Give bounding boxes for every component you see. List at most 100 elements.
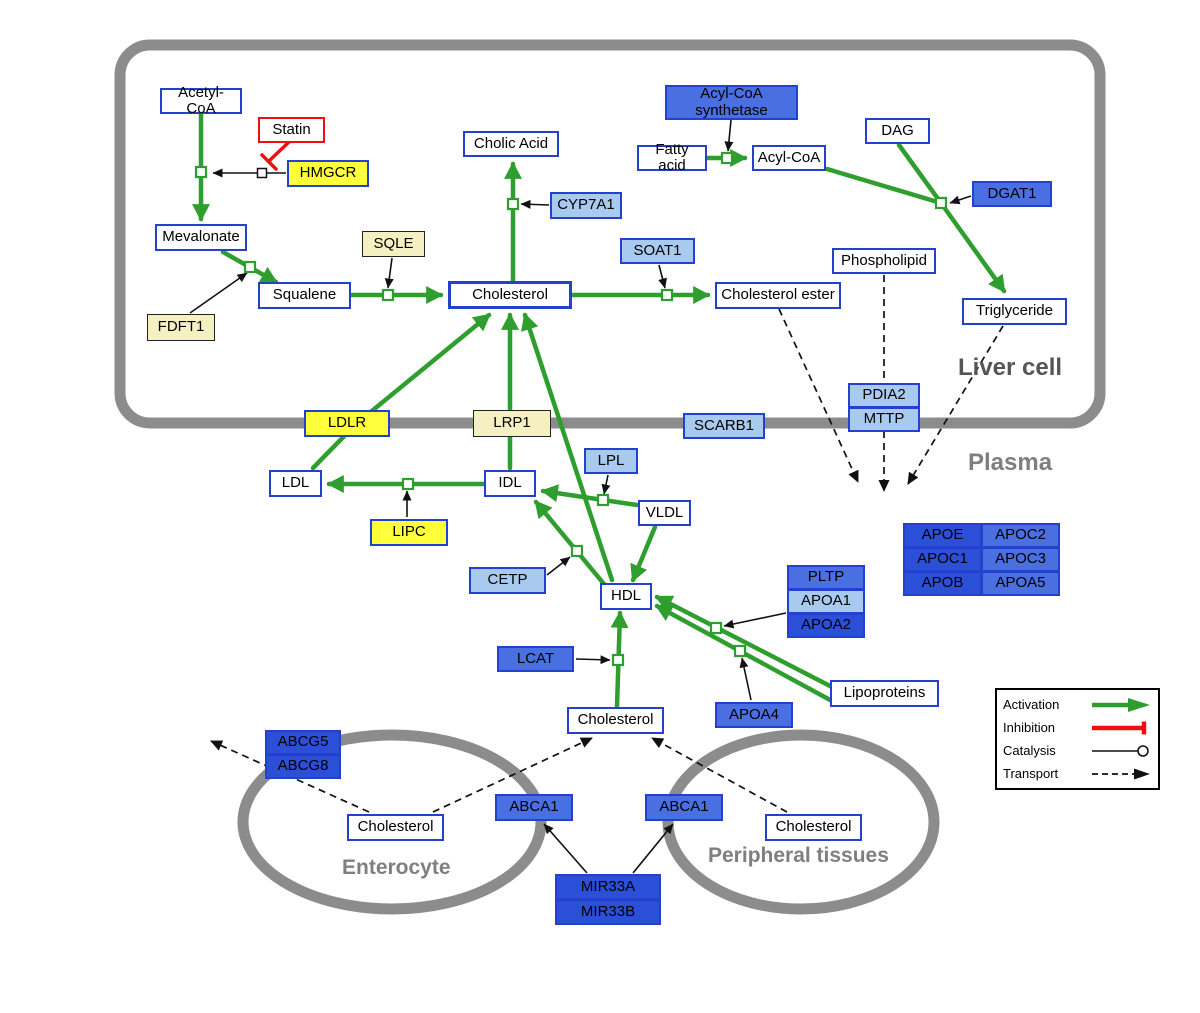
catalysis-dgat1 [949,195,972,205]
catalysis-fdft1 [189,272,248,314]
legend-row-activation: Activation [1003,693,1152,716]
node-cholesterol-liver[interactable]: Cholesterol [448,281,572,309]
node-lipoproteins[interactable]: Lipoproteins [830,680,939,707]
node-apoc2[interactable]: APOC2 [981,523,1060,548]
edge-mir33-abca1-peripheral [632,823,674,874]
catalysis-soat1 [658,264,667,289]
edge-mir33-abca1-enterocyte [543,823,588,874]
catalysis-sqle [384,257,394,289]
legend-catalysis-label: Catalysis [1003,743,1056,758]
catalysis-acylcoa-synthetase [724,119,734,152]
node-squalene[interactable]: Squalene [258,282,351,309]
node-scarb1[interactable]: SCARB1 [683,413,765,439]
transport-cholesterolester-plasma [778,308,859,483]
legend-activation-label: Activation [1003,697,1060,712]
catalysis-cyp7a1 [520,199,550,209]
catalysis-cetp [546,556,571,576]
enterocyte-label: Enterocyte [342,856,451,879]
node-mttp[interactable]: MTTP [848,407,920,432]
legend-row-inhibition: Inhibition [1003,716,1152,739]
liver-cell-label: Liver cell [958,354,1063,381]
catalysis-lcat [575,655,611,665]
edge-hdl-cholesterol [521,312,615,583]
node-triglyceride[interactable]: Triglyceride [962,298,1067,325]
node-lpl[interactable]: LPL [584,448,638,474]
activation-arrow-icon [1092,697,1150,712]
catalysis-apoa4 [739,657,752,701]
node-lrp1[interactable]: LRP1 [473,410,551,437]
node-abcg8[interactable]: ABCG8 [265,754,341,779]
node-cholesterol-ester[interactable]: Cholesterol ester [715,282,841,309]
node-mir33b[interactable]: MIR33B [555,899,661,925]
liver-cell-membrane [114,39,1106,429]
legend: Activation Inhibition Catalysis Transpor… [995,688,1160,790]
catalysis-apoa-cluster [723,612,787,629]
statin-target-node [256,167,268,179]
node-vldl[interactable]: VLDL [638,500,691,526]
catalysis-lpl [601,474,611,495]
node-lcat[interactable]: LCAT [497,646,574,672]
node-dag[interactable]: DAG [865,118,930,144]
transport-peripheral-cholesterol-plasma [651,737,788,813]
node-pltp[interactable]: PLTP [787,565,865,590]
node-soat1[interactable]: SOAT1 [620,238,695,264]
catalysis-edges [189,119,972,874]
node-apoe[interactable]: APOE [903,523,982,548]
node-abca1-peripheral[interactable]: ABCA1 [645,794,723,821]
node-mir33a[interactable]: MIR33A [555,874,661,900]
legend-inhibition-label: Inhibition [1003,720,1056,735]
node-cholesterol-plasma[interactable]: Cholesterol [567,707,664,734]
node-ldlr[interactable]: LDLR [304,410,390,437]
catalysis-circle-icon [1092,744,1149,757]
reaction-nodes [194,151,948,667]
node-lipc[interactable]: LIPC [370,519,448,546]
edge-acylcoa-junction [824,166,944,206]
node-hmgcr[interactable]: HMGCR [287,160,369,187]
edge-vldl-idl [540,484,640,508]
legend-row-catalysis: Catalysis [1003,739,1152,762]
node-ldl[interactable]: LDL [269,470,322,497]
transport-enterocyte-cholesterol-plasma [432,737,593,813]
edge-hdl-idl-cetp [533,499,607,587]
node-dgat1[interactable]: DGAT1 [972,181,1052,207]
plasma-label: Plasma [968,449,1053,476]
peripheral-tissues-label: Peripheral tissues [708,844,889,867]
legend-row-transport: Transport [1003,762,1152,785]
node-apoc1[interactable]: APOC1 [903,547,982,572]
inhibition-tbar-icon [1092,721,1147,734]
node-cetp[interactable]: CETP [469,567,546,594]
node-acyl-coa[interactable]: Acyl-CoA [752,145,826,171]
node-idl[interactable]: IDL [484,470,536,497]
node-phospholipid[interactable]: Phospholipid [832,248,936,274]
node-hdl[interactable]: HDL [600,583,652,610]
node-apoa5[interactable]: APOA5 [981,571,1060,596]
node-cholic-acid[interactable]: Cholic Acid [463,131,559,157]
node-apoa4[interactable]: APOA4 [715,702,793,728]
node-pdia2[interactable]: PDIA2 [848,383,920,408]
node-sqle[interactable]: SQLE [362,231,425,257]
edge-lipoproteins-hdl-1 [654,594,835,690]
edge-vldl-hdl [630,524,658,583]
node-cyp7a1[interactable]: CYP7A1 [550,192,622,219]
node-apoa1[interactable]: APOA1 [787,589,865,614]
node-fatty-acid[interactable]: Fatty acid [637,141,707,174]
node-abca1-enterocyte[interactable]: ABCA1 [495,794,573,821]
node-statin[interactable]: Statin [258,117,325,143]
node-apoc3[interactable]: APOC3 [981,547,1060,572]
transport-triglyceride-plasma [907,325,1004,485]
edge-junction-triglyceride [938,200,1007,294]
legend-transport-label: Transport [1003,766,1059,781]
node-cholesterol-peripheral[interactable]: Cholesterol [765,814,862,841]
node-mevalonate[interactable]: Mevalonate [155,224,247,251]
node-abcg5[interactable]: ABCG5 [265,730,341,755]
node-acyl-coa-synthetase[interactable]: Acyl-CoA synthetase [665,85,798,120]
node-apob[interactable]: APOB [903,571,982,596]
node-fdft1[interactable]: FDFT1 [147,314,215,341]
node-cholesterol-enterocyte[interactable]: Cholesterol [347,814,444,841]
inhibition-statin-hmgcr [260,139,292,171]
node-acetyl-coa[interactable]: Acetyl-CoA [160,84,242,117]
node-apoa2[interactable]: APOA2 [787,613,865,638]
transport-edges [210,275,1004,813]
